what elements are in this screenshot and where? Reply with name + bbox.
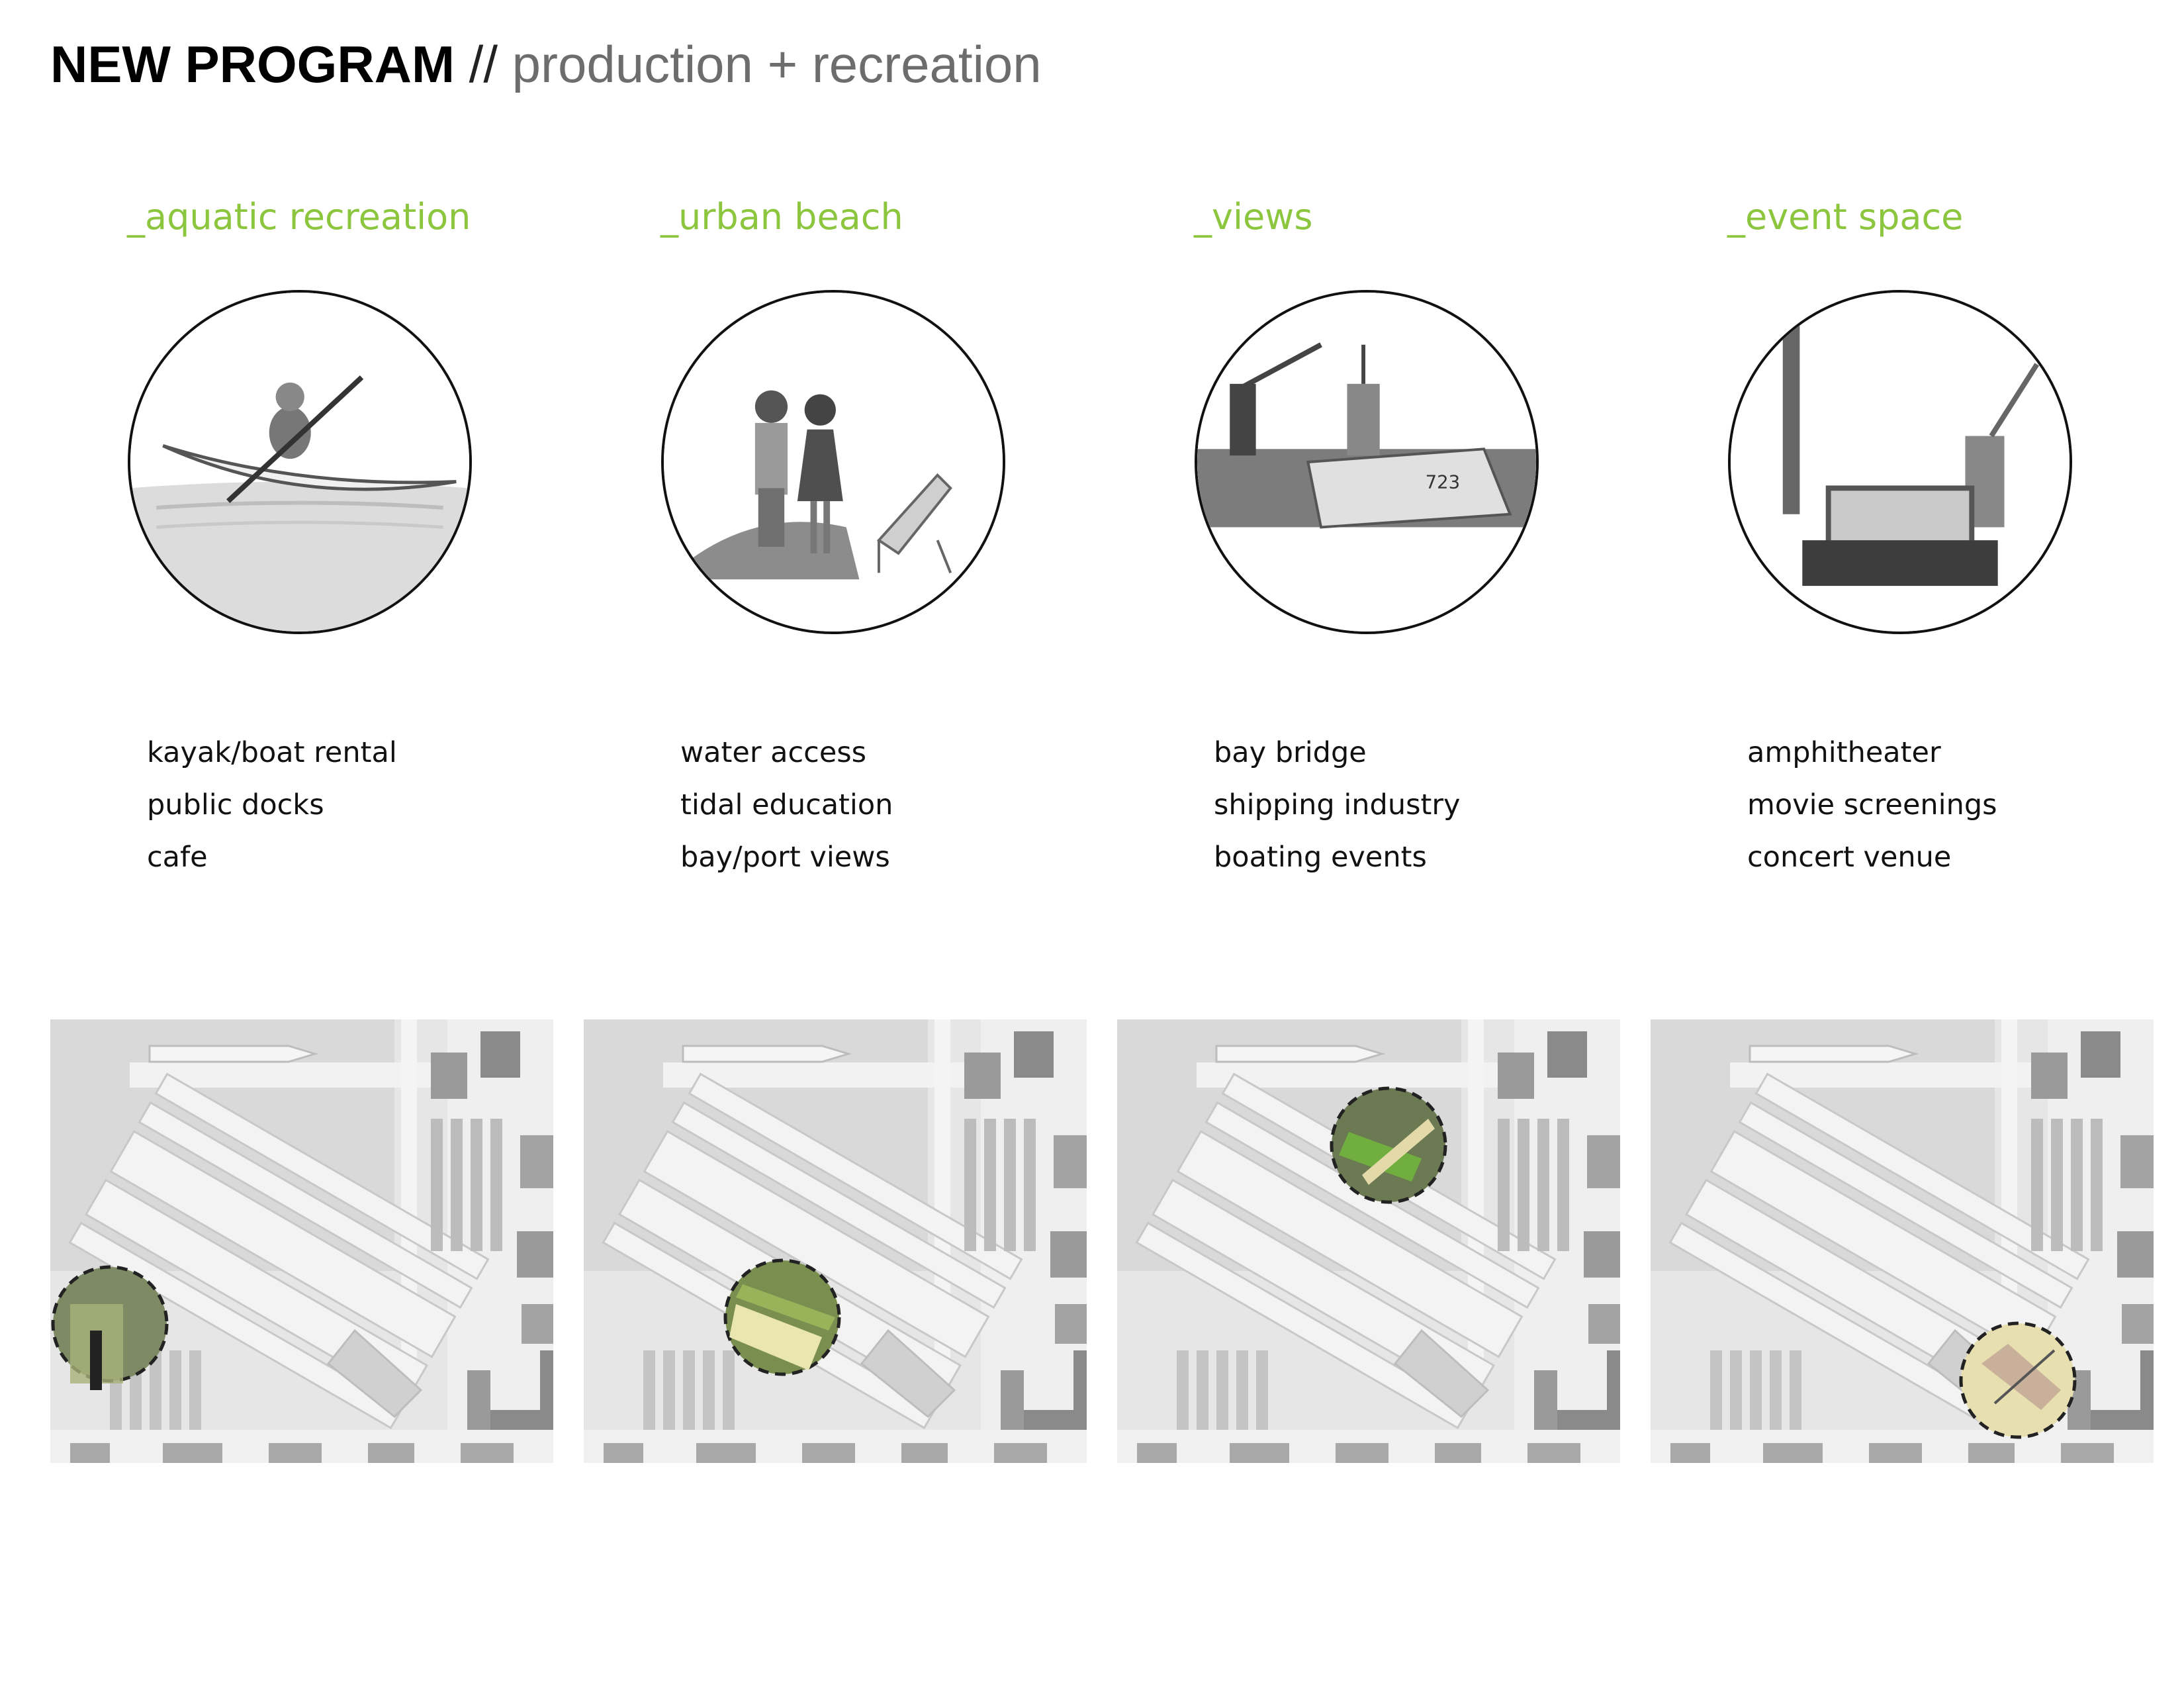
site-plan-views-zone-icon xyxy=(1117,1019,1620,1463)
program-item: amphitheater xyxy=(1747,736,1941,769)
program-column-views: _views 723 bay bridge shipping industry … xyxy=(1117,0,1620,1688)
title-subtitle: production + recreation xyxy=(512,35,1042,93)
site-plan-beach-zone-icon xyxy=(584,1019,1087,1463)
program-items: water access tidal education bay/port vi… xyxy=(680,736,893,893)
program-heading: _event space xyxy=(1727,196,1964,238)
program-item: public docks xyxy=(147,788,324,821)
program-item: water access xyxy=(680,736,867,769)
program-item: tidal education xyxy=(680,788,893,821)
crane-screen-photo-icon xyxy=(1728,290,2072,634)
program-items: amphitheater movie screenings concert ve… xyxy=(1747,736,1997,893)
kayaker-photo-icon xyxy=(128,290,472,634)
program-item: kayak/boat rental xyxy=(147,736,397,769)
program-items: bay bridge shipping industry boating eve… xyxy=(1214,736,1461,893)
ship-crane-photo-icon: 723 xyxy=(1195,290,1539,634)
title-bold: NEW PROGRAM xyxy=(50,35,455,93)
program-heading: _aquatic recreation xyxy=(127,196,471,238)
program-items: kayak/boat rental public docks cafe xyxy=(147,736,397,893)
program-item: movie screenings xyxy=(1747,788,1997,821)
program-item: shipping industry xyxy=(1214,788,1461,821)
program-item: bay bridge xyxy=(1214,736,1367,769)
site-plan-kayak-zone-icon xyxy=(50,1019,553,1463)
program-heading: _urban beach xyxy=(660,196,903,238)
program-item: concert venue xyxy=(1747,841,1952,874)
program-heading: _views xyxy=(1194,196,1313,238)
program-item: cafe xyxy=(147,841,208,874)
svg-text:723: 723 xyxy=(1426,471,1461,492)
program-column-aquatic: _aquatic recreation kayak/boat rental pu… xyxy=(50,0,553,1688)
page-title: NEW PROGRAM // production + recreation xyxy=(50,38,1042,90)
title-separator: // xyxy=(469,35,498,93)
beach-couple-photo-icon xyxy=(661,290,1005,634)
program-item: bay/port views xyxy=(680,841,890,874)
program-column-event: _event space amphitheater movie screenin… xyxy=(1651,0,2154,1688)
site-plan-event-zone-icon xyxy=(1651,1019,2154,1463)
program-item: boating events xyxy=(1214,841,1427,874)
program-column-beach: _urban beach water access tidal educatio… xyxy=(584,0,1087,1688)
